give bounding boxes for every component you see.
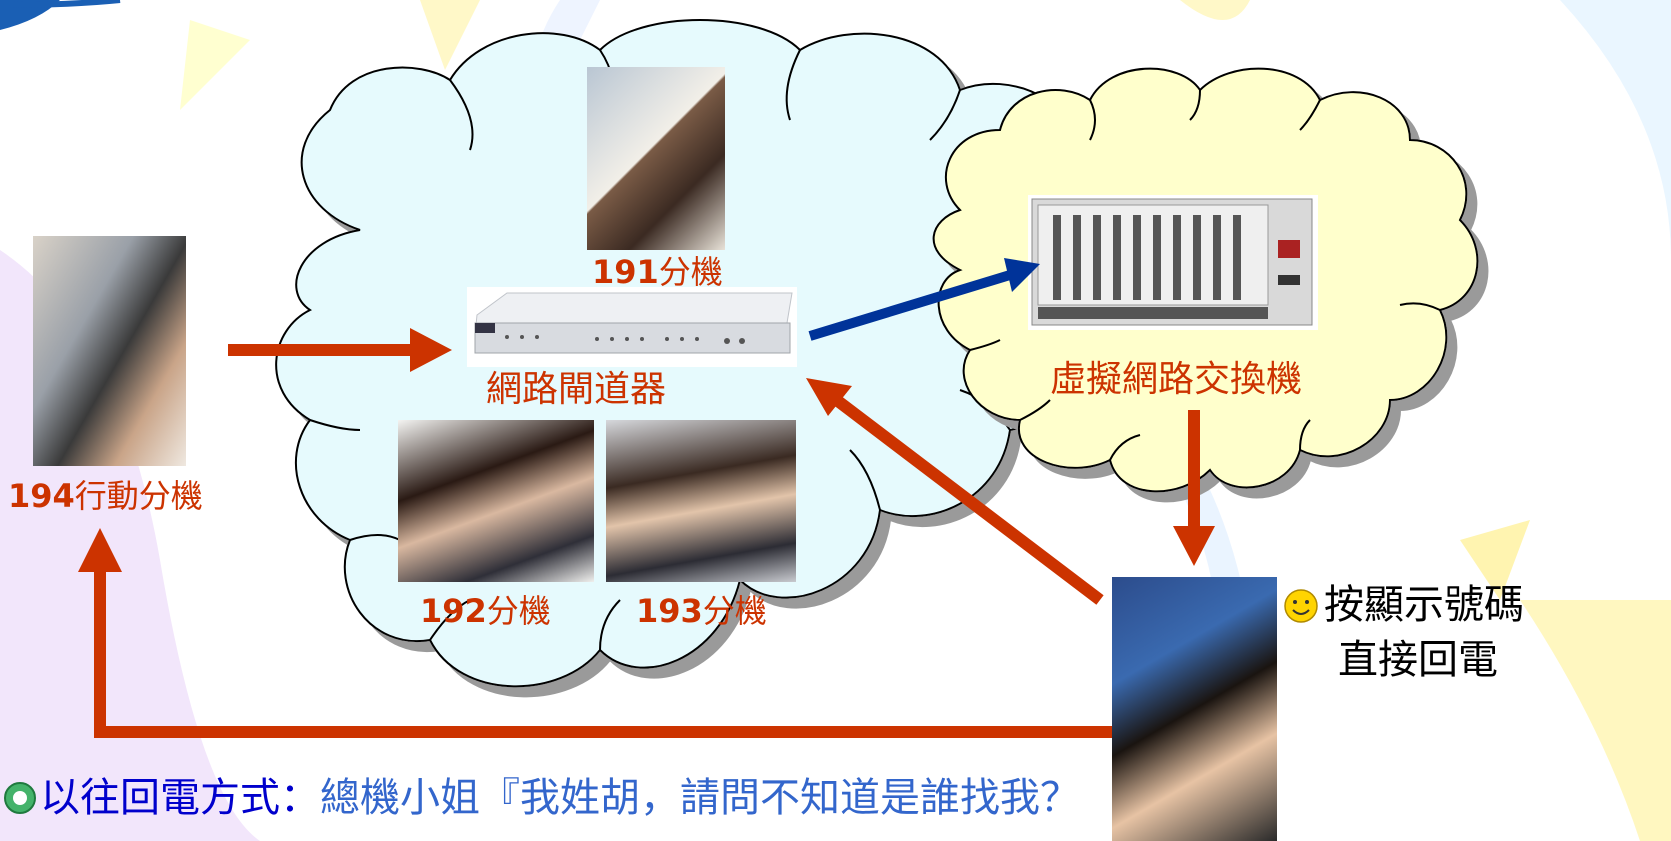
arrow-head bbox=[1004, 258, 1040, 292]
bg-triangle bbox=[420, 0, 480, 70]
callback-line-2: 直接回電 bbox=[1338, 637, 1498, 683]
arrow-callback-to-mobile-vertical bbox=[94, 570, 106, 738]
label-switch: 虛擬網路交換機 bbox=[1050, 359, 1303, 400]
bullet-icon bbox=[4, 782, 36, 814]
ext-192-number: 192 bbox=[420, 592, 487, 630]
bottom-text: 總機小姐『我姓胡，請問不知道是誰找我？ bbox=[320, 775, 1080, 821]
label-ext-191: 191分機 bbox=[592, 256, 723, 288]
arrow-gateway-to-switch bbox=[808, 270, 1012, 341]
smiley-icon bbox=[1284, 589, 1318, 623]
callback-line-1: 按顯示號碼 bbox=[1324, 582, 1524, 628]
photo-woman-192 bbox=[398, 420, 594, 582]
bg-triangle bbox=[180, 20, 250, 110]
label-ext-193: 193分機 bbox=[636, 595, 767, 627]
bg-swirl-blue bbox=[1560, 0, 1671, 260]
ext-193-number: 193 bbox=[636, 592, 703, 630]
arrow-mobile-to-gateway bbox=[228, 344, 413, 356]
arrow-callback-to-gateway bbox=[826, 390, 1104, 605]
bottom-title: 以往回電方式： bbox=[40, 775, 320, 821]
ext-191-number: 191 bbox=[592, 253, 659, 291]
mobile-194-text: 行動分機 bbox=[74, 477, 203, 515]
photo-mobile-194 bbox=[33, 236, 186, 466]
arrow-head bbox=[1173, 526, 1215, 566]
label-mobile-194: 194行動分機 bbox=[8, 480, 203, 512]
arrow-head bbox=[78, 528, 122, 572]
ext-192-text: 分機 bbox=[486, 592, 551, 630]
logo-swoosh bbox=[9, 0, 121, 8]
switch-cloud-inner-lines bbox=[969, 89, 1441, 461]
arrow-head bbox=[410, 328, 452, 372]
photo-woman-193 bbox=[606, 420, 796, 582]
arrow-switch-to-callback bbox=[1188, 410, 1200, 530]
label-ext-192: 192分機 bbox=[420, 595, 551, 627]
bg-triangle bbox=[1180, 0, 1250, 20]
ext-193-text: 分機 bbox=[702, 592, 767, 630]
ext-191-text: 分機 bbox=[658, 253, 723, 291]
photo-woman-callback bbox=[1112, 577, 1277, 841]
photo-man-191 bbox=[587, 67, 725, 250]
arrow-callback-to-mobile bbox=[94, 726, 1112, 738]
label-gateway: 網路閘道器 bbox=[486, 369, 667, 410]
gateway-device bbox=[467, 287, 797, 367]
bg-swirl-yellow bbox=[1520, 600, 1671, 841]
switch-device bbox=[1028, 195, 1318, 330]
bottom-line: 以往回電方式：總機小姐『我姓胡，請問不知道是誰找我？ bbox=[40, 778, 1080, 818]
arrow-head bbox=[806, 378, 852, 416]
mobile-194-number: 194 bbox=[8, 477, 75, 515]
bg-triangle bbox=[1460, 520, 1530, 600]
